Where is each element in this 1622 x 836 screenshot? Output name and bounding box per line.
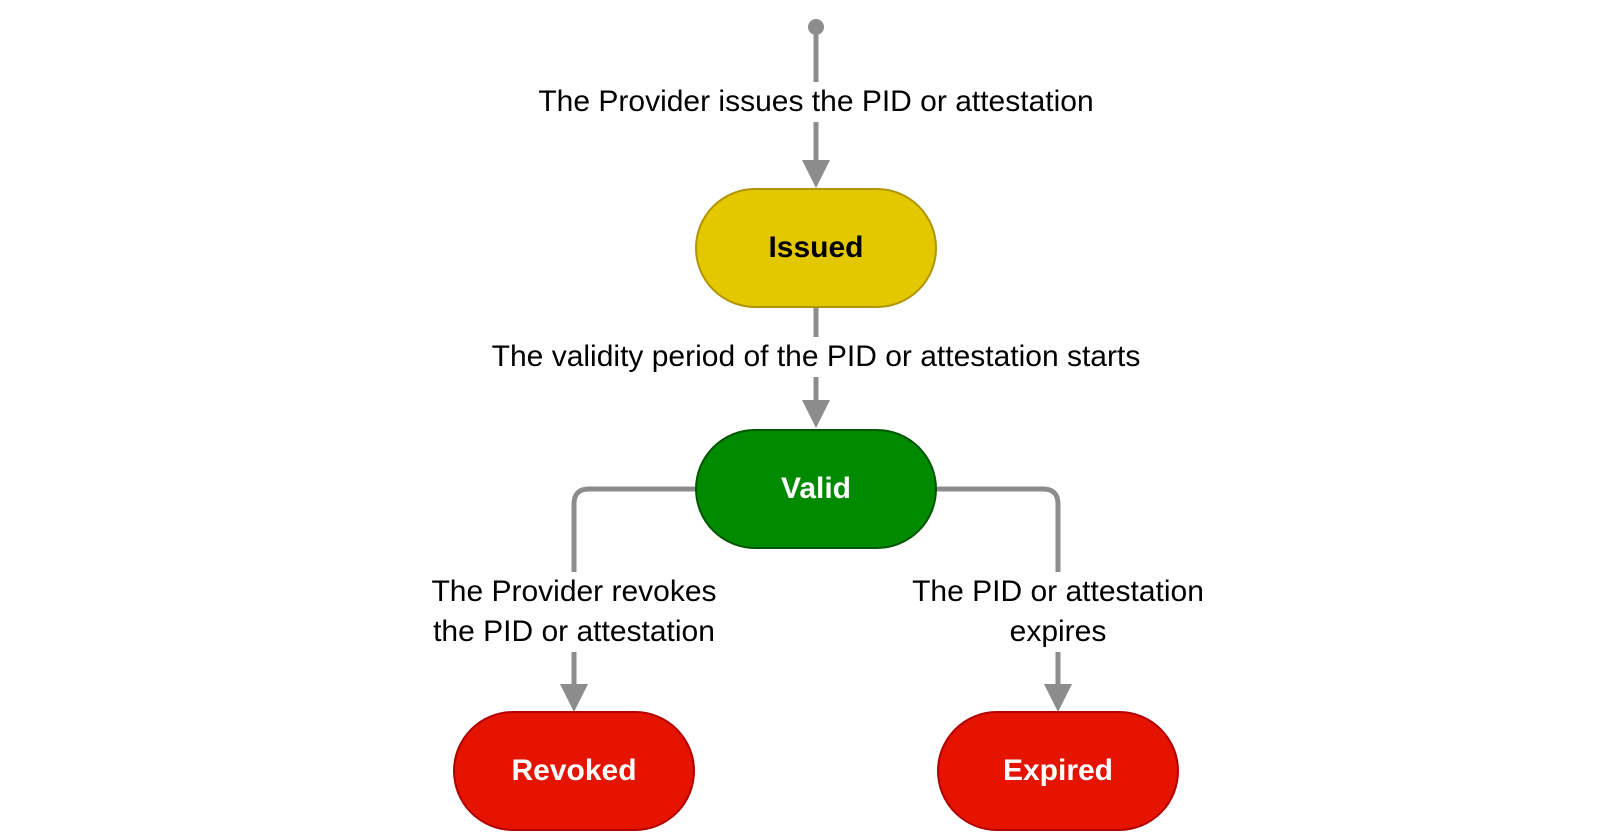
edge-revoke-arrowhead (560, 684, 588, 712)
edge-expire-label-line2: expires (1009, 615, 1107, 648)
state-revoked-label: Revoked (511, 754, 637, 787)
edge-validity-label: The validity period of the PID or attest… (460, 337, 1172, 377)
edge-issue-arrowhead (802, 160, 830, 188)
edge-revoke-line (571, 486, 695, 684)
state-valid: Valid (695, 429, 937, 549)
state-issued-label: Issued (768, 231, 864, 264)
edge-revoke-label-line2: the PID or attestation (433, 615, 715, 648)
edge-expire-arrowhead (1044, 684, 1072, 712)
state-expired: Expired (937, 711, 1179, 831)
edge-issue-label: The Provider issues the PID or attestati… (508, 82, 1124, 122)
state-issued: Issued (695, 188, 937, 308)
edge-validity-arrowhead (802, 400, 830, 428)
edge-revoke-label: The Provider revokes the PID or attestat… (420, 572, 728, 652)
edge-expire-label-line1: The PID or attestation (912, 575, 1204, 608)
state-valid-label: Valid (780, 472, 852, 505)
edge-revoke-label-line1: The Provider revokes (431, 575, 717, 608)
state-revoked: Revoked (453, 711, 695, 831)
state-expired-label: Expired (1002, 754, 1114, 787)
edge-expire-line (937, 486, 1061, 684)
edge-expire-label: The PID or attestation expires (900, 572, 1216, 652)
